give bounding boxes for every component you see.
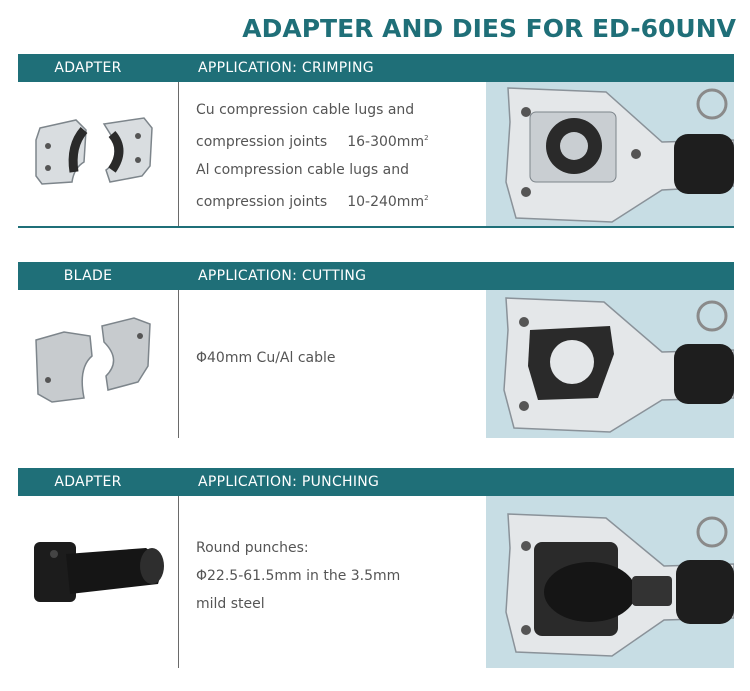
tool-photo-cutting	[486, 290, 734, 438]
crimping-description: Cu compression cable lugs and compressio…	[196, 96, 429, 216]
punch-adapter-icon	[34, 542, 164, 602]
description-line: Al compression cable lugs and	[196, 162, 409, 178]
description-line: Cu compression cable lugs and	[196, 102, 415, 118]
application-label: APPLICATION: PUNCHING	[198, 474, 380, 490]
description-line: Φ22.5-61.5mm in the 3.5mm	[196, 568, 401, 584]
punching-description: Round punches: Φ22.5-61.5mm in the 3.5mm…	[196, 534, 400, 618]
section-cutting: BLADE APPLICATION: CUTTING Φ40mm Cu/Al c…	[18, 262, 734, 440]
hydraulic-tool-icon	[505, 513, 734, 657]
hydraulic-tool-icon	[505, 87, 734, 223]
hydraulic-tool-icon	[503, 297, 734, 433]
tool-photo-punching	[486, 496, 734, 668]
section-header: BLADE APPLICATION: CUTTING	[18, 262, 734, 290]
description-line: mild steel	[196, 596, 265, 612]
application-label: APPLICATION: CRIMPING	[198, 60, 374, 76]
section-header: ADAPTER APPLICATION: PUNCHING	[18, 468, 734, 496]
crimping-die-icon	[35, 117, 153, 185]
section-punching: ADAPTER APPLICATION: PUNCHING Round punc…	[18, 468, 734, 670]
cutting-blade-icon	[35, 317, 151, 403]
cutting-description: Φ40mm Cu/Al cable	[196, 344, 336, 372]
description-line: Round punches:	[196, 540, 309, 556]
page-title: ADAPTER AND DIES FOR ED-60UNV	[242, 14, 736, 43]
column-type-label: ADAPTER	[54, 60, 122, 76]
tool-photo-crimping	[486, 82, 734, 226]
section-header: ADAPTER APPLICATION: CRIMPING	[18, 54, 734, 82]
description-line: Φ40mm Cu/Al cable	[196, 350, 336, 366]
section-crimping: ADAPTER APPLICATION: CRIMPING Cu compres…	[18, 54, 734, 230]
column-type-label: ADAPTER	[54, 474, 122, 490]
column-divider	[178, 82, 179, 228]
column-divider	[178, 496, 179, 668]
column-divider	[178, 290, 179, 438]
section-bottom-rule	[18, 226, 734, 228]
application-label: APPLICATION: CUTTING	[198, 268, 367, 284]
column-type-label: BLADE	[63, 268, 113, 284]
